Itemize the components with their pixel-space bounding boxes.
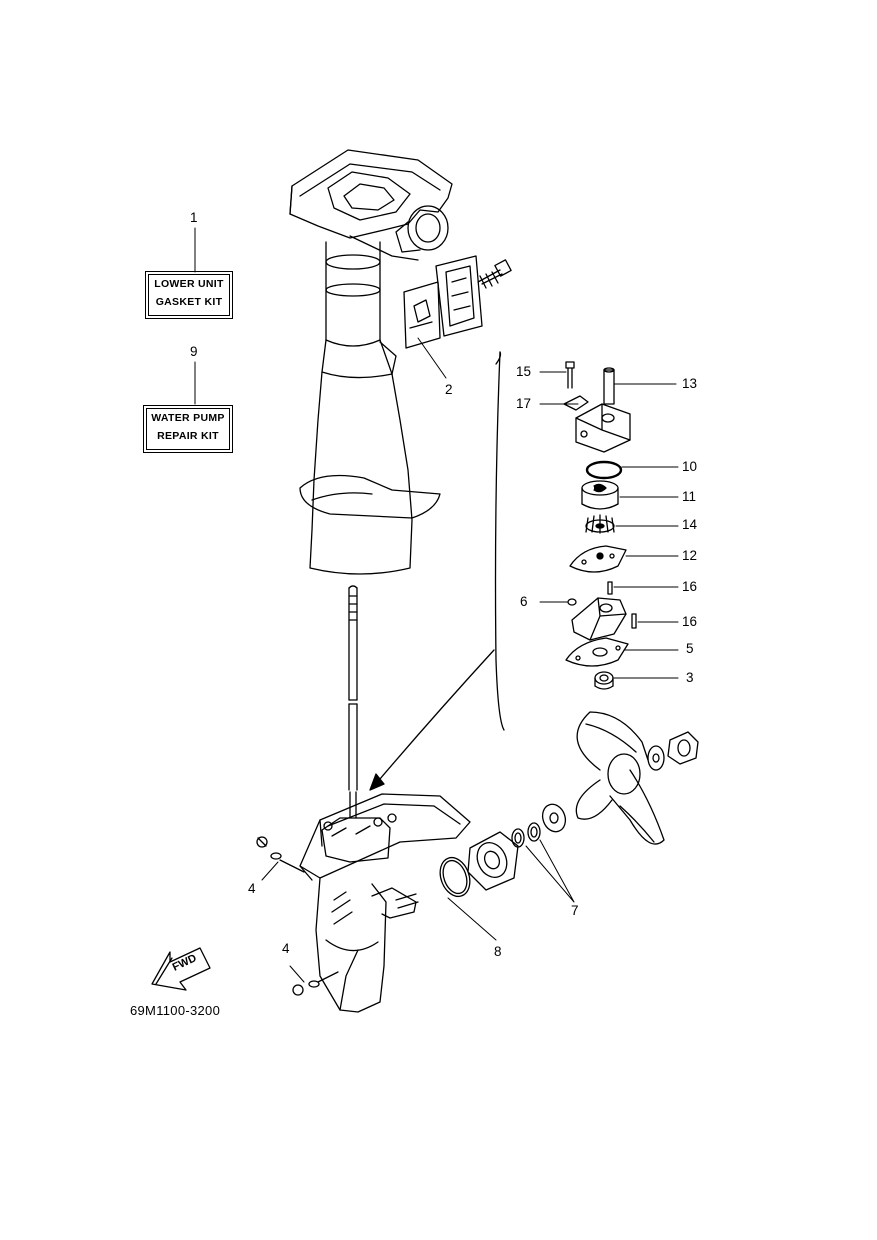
pump-kit-line1: WATER PUMP [151,412,225,424]
callout-1: 1 [190,210,198,225]
callout-16-upper: 16 [682,579,698,594]
gearcase-bolt-upper [256,836,305,873]
callout-7: 7 [571,903,579,918]
water-pump-repair-kit-box: WATER PUMP REPAIR KIT [143,405,233,453]
pump-housing [575,403,631,453]
pump-insert-cartridge [581,480,619,510]
gasket-kit-line2: GASKET KIT [155,296,223,308]
fwd-arrow-icon [151,947,211,991]
callout-11: 11 [682,489,697,504]
pump-oil-seal [594,671,614,690]
callout-5: 5 [686,641,694,656]
pump-housing-bolt [565,361,575,389]
pump-kit-line2: REPAIR KIT [157,430,219,442]
pump-gasket [565,637,629,667]
gearcase-bolt-lower [292,971,339,996]
drive-shaft-housing [289,149,453,575]
thrust-washer [541,803,567,833]
leader-lines [194,227,679,983]
lower-unit-gearcase [299,791,471,1013]
callout-4-lower: 4 [282,941,290,956]
pump-collar [603,367,615,405]
pump-group-arrow [369,649,495,791]
bracket-bolt [477,259,512,289]
callout-2: 2 [445,382,453,397]
callout-4-upper: 4 [248,881,256,896]
callout-13: 13 [682,376,698,391]
propeller [575,711,665,845]
callout-9: 9 [190,344,198,359]
pump-o-ring [585,460,623,480]
callout-14: 14 [682,517,698,532]
propeller-shaft-housing [467,831,519,891]
impeller [585,514,615,534]
callout-10: 10 [682,459,698,474]
callout-17: 17 [516,396,532,411]
outer-plate-cartridge [569,545,627,573]
woodruff-key [567,598,577,606]
oil-seals [511,822,541,848]
callout-16-lower: 16 [682,614,698,629]
callout-12: 12 [682,548,698,563]
callout-3: 3 [686,670,694,685]
dowel-pin-upper [607,581,613,595]
part-code: 69M1100-3200 [130,1003,221,1018]
callout-15: 15 [516,364,532,379]
dowel-pin-lower [631,613,637,629]
pump-plate [563,395,589,411]
prop-spacer [647,745,665,771]
callout-8: 8 [494,944,502,959]
lower-unit-gasket-kit-box: LOWER UNIT GASKET KIT [145,271,233,319]
gasket-kit-line1: LOWER UNIT [154,278,224,290]
prop-nut [667,731,699,765]
pump-case-base [571,597,627,641]
water-pump-group-bracket [494,351,505,731]
callout-6: 6 [520,594,528,609]
drive-shaft [348,585,358,791]
side-bracket [435,255,483,337]
upper-casing-gasket [403,281,441,349]
